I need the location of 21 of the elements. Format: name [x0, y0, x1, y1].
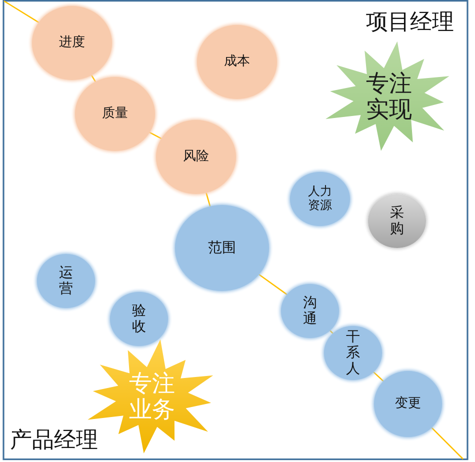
- topic-circle: 验收: [110, 292, 168, 346]
- topic-circle: 沟通: [281, 284, 339, 338]
- connector-line: [206, 192, 211, 207]
- topic-circle: 成本: [197, 25, 277, 99]
- topic-circle: 采购: [368, 194, 426, 248]
- topic-circle: 变更: [374, 371, 442, 437]
- connector-line: [431, 427, 464, 460]
- topic-circle: 运营: [37, 254, 95, 308]
- topic-circle: 干系人: [324, 326, 382, 380]
- topic-circle: 进度: [32, 6, 112, 80]
- topic-circle: 风险: [156, 120, 236, 194]
- connector-line: [373, 372, 384, 382]
- connector-line: [91, 74, 96, 82]
- role-label: 项目经理: [366, 12, 454, 34]
- topic-circle: 范围: [175, 205, 269, 291]
- topic-circle: 人力资源: [290, 172, 350, 226]
- connector-line: [258, 274, 288, 296]
- connector-line: [149, 132, 162, 140]
- connector-line: [4, 0, 40, 23]
- topic-circle: 质量: [75, 77, 155, 151]
- role-label: 产品经理: [10, 430, 98, 452]
